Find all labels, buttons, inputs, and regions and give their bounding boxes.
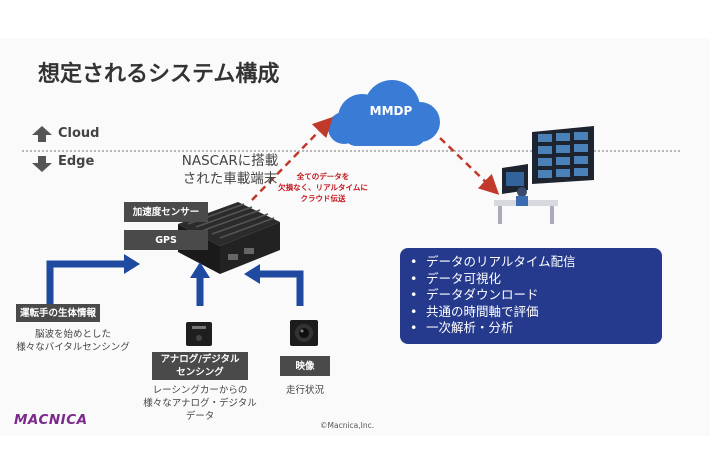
driver-bio-caption: 脳波を始めとした 様々なバイタルセンシング: [16, 329, 130, 353]
list-item: •データのリアルタイム配信: [410, 254, 576, 269]
analog-digital-caption: レーシングカーからの 様々なアナログ・デジタル データ: [143, 385, 257, 422]
terminal-label: NASCARに搭載 された車載端末: [181, 153, 279, 187]
list-item: •データ可視化: [410, 270, 502, 286]
layer-divider: [22, 150, 680, 152]
cloud-layer-label: Cloud: [58, 126, 100, 141]
feature-list-box: •データのリアルタイム配信 •データ可視化 •データダウンロード •共通の時間軸…: [400, 248, 662, 344]
cloud-icon: [328, 80, 440, 146]
cloud-label: MMDP: [369, 104, 413, 118]
list-item: •一次解析・分析: [410, 320, 514, 335]
gps-box: GPS: [124, 230, 208, 250]
data-logger-icon: [186, 322, 212, 346]
analog-digital-box: アナログ/デジタルセンシング: [152, 352, 248, 380]
monitoring-station-icon: [494, 126, 594, 224]
macnica-logo: MACNICA: [14, 412, 88, 428]
driver-bio-box: 運転手の生体情報: [16, 304, 100, 322]
accel-sensor-box: 加速度センサー: [124, 202, 208, 222]
arrow-up-icon: [32, 126, 52, 142]
transfer-label: 全てのデータを 欠損なく、リアルタイムに クラウド伝送: [278, 172, 368, 203]
list-item: •共通の時間軸で評価: [410, 303, 539, 319]
camera-icon: [290, 320, 318, 346]
edge-layer-label: Edge: [58, 154, 95, 169]
arrow-down-icon: [32, 156, 52, 172]
list-item: •データダウンロード: [410, 287, 539, 302]
video-box: 映像: [280, 356, 330, 376]
copyright: ©Macnica,Inc.: [320, 421, 375, 430]
input-arrows: [46, 254, 304, 308]
transfer-arrows: [251, 116, 500, 201]
page-title: 想定されるシステム構成: [38, 62, 280, 87]
slide: 想定されるシステム構成 Cloud Edge MMDP NASCARに搭載 され…: [0, 38, 710, 436]
video-caption: 走行状況: [285, 385, 324, 396]
